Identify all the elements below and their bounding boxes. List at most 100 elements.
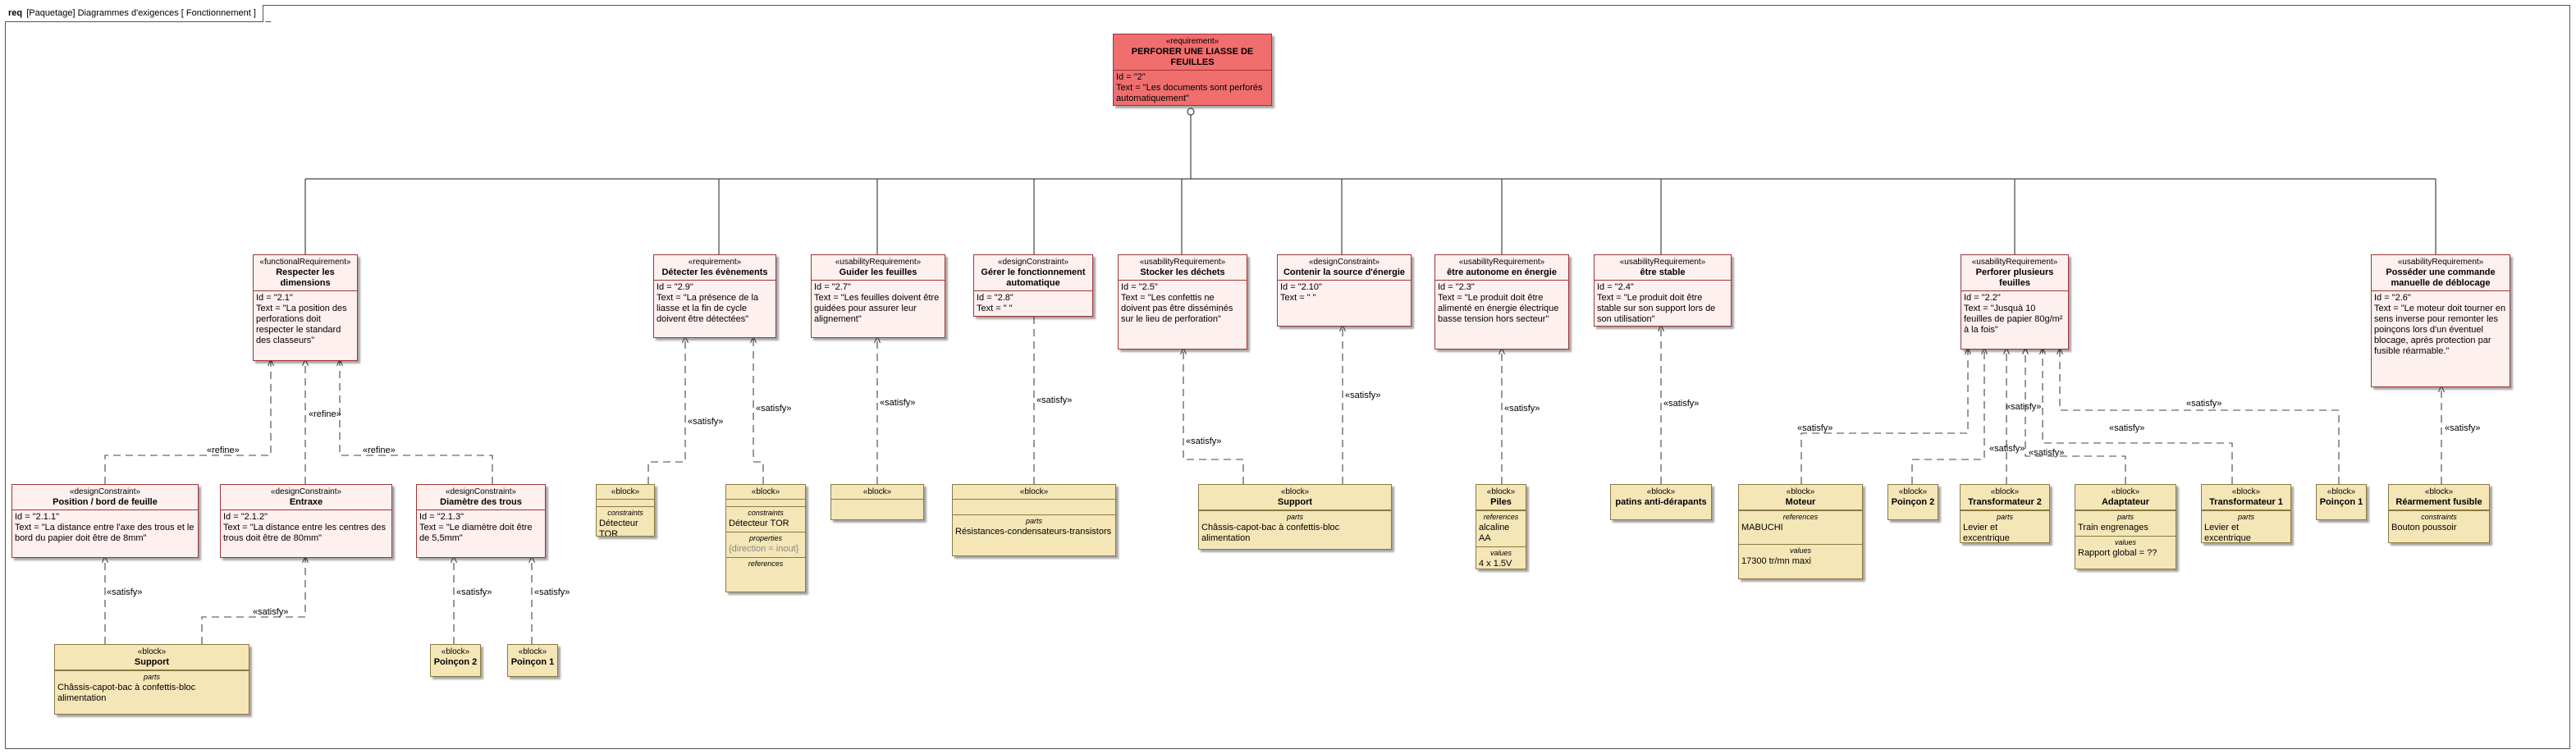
block-stereotype: «block» [137, 647, 167, 656]
block-stereotype: «block» [1280, 487, 1310, 496]
requirement-2-1[interactable]: «functionalRequirement»Respecter les dim… [253, 254, 358, 361]
block-stereotype: «block» [611, 487, 640, 496]
requirement-text: Text = " " [1280, 293, 1316, 303]
requirement-2-1-1[interactable]: «designConstraint»Position / bord de feu… [11, 484, 199, 558]
block-name: Poinçon 2 [433, 657, 478, 667]
satisfy-label: «satisfy» [107, 587, 143, 597]
frame-title: [Paquetage] Diagrammes d'exigences [ Fon… [26, 8, 256, 18]
requirement-text: Text = "La distance entre les centres de… [223, 523, 387, 543]
block-poincon-1-a[interactable]: «block»Poinçon 1 [507, 644, 558, 677]
requirement-stereotype: «usabilityRequirement» [835, 258, 922, 267]
compartment-title: constraints [2421, 513, 2457, 521]
compartment-value: Châssis-capot-bac à confettis-bloc alime… [1201, 523, 1340, 543]
block-poincon-2-a[interactable]: «block»Poinçon 2 [430, 644, 481, 677]
requirement-id: Id = "2.1" [256, 293, 293, 303]
block-poincon-1-b[interactable]: «block»Poinçon 1 [2316, 484, 2367, 520]
diagram-frame-tab: req [Paquetage] Diagrammes d'exigences [… [5, 5, 263, 22]
requirement-text: Text = "La distance entre l'axe des trou… [15, 523, 194, 543]
satisfy-label: «satisfy» [2109, 423, 2145, 433]
satisfy-label: «satisfy» [1663, 399, 1700, 409]
requirement-2-9[interactable]: «requirement»Détecter les évènements Id … [653, 254, 776, 338]
compartment-title: values [1489, 549, 1512, 557]
requirement-id: Id = "2.4" [1597, 282, 1634, 292]
requirement-text: Text = "Les confettis ne doivent pas êtr… [1121, 293, 1233, 324]
requirement-name: Contenir la source d'énergie [1283, 267, 1406, 277]
block-poincon-2-b[interactable]: «block»Poinçon 2 [1887, 484, 1938, 520]
requirement-stereotype: «requirement» [1165, 37, 1219, 46]
satisfy-label: «satisfy» [2029, 448, 2065, 458]
requirement-2-2[interactable]: «usabilityRequirement»Perforer plusieurs… [1961, 254, 2069, 350]
compartment-title: parts [143, 673, 160, 681]
requirement-2-7[interactable]: «usabilityRequirement»Guider les feuille… [811, 254, 945, 338]
requirement-2-4[interactable]: «usabilityRequirement»être stable Id = "… [1594, 254, 1732, 327]
requirement-stereotype: «usabilityRequirement» [1458, 258, 1545, 267]
requirement-2-1-3[interactable]: «designConstraint»Diamètre des trous Id … [416, 484, 546, 558]
compartment-value: MABUCHI [1741, 523, 1783, 532]
block-stereotype: «block» [862, 487, 892, 496]
block-patins[interactable]: «block»patins anti-dérapants [1610, 484, 1712, 520]
block-stereotype: «block» [2231, 487, 2261, 496]
requirement-text: Text = "Le produit doit être alimenté en… [1438, 293, 1559, 324]
compartment-value: 17300 tr/mn maxi [1741, 556, 1811, 566]
requirement-2-8[interactable]: «designConstraint»Gérer le fonctionnemen… [973, 254, 1093, 317]
requirement-text: Text = "La présence de la liasse et la f… [657, 293, 759, 324]
requirement-stereotype: «usabilityRequirement» [1139, 258, 1226, 267]
requirement-2-5[interactable]: «usabilityRequirement»Stocker les déchet… [1118, 254, 1247, 350]
satisfy-label: «satisfy» [1345, 391, 1381, 400]
compartment-title: parts [2116, 513, 2134, 521]
block-guidage[interactable]: «block» [830, 484, 924, 520]
compartment-value: alcaline AA [1479, 523, 1510, 543]
requirement-2-1-2[interactable]: «designConstraint»Entraxe Id = "2.1.2"Te… [220, 484, 392, 558]
requirement-stereotype: «designConstraint» [270, 487, 342, 496]
requirement-2-3[interactable]: «usabilityRequirement»être autonome en é… [1434, 254, 1569, 350]
requirement-name: être stable [1640, 267, 1686, 277]
block-stereotype: «block» [518, 647, 547, 656]
compartment-value: Levier et excentrique [1963, 523, 2010, 543]
compartment-value: {direction = inout} [729, 544, 799, 554]
satisfy-label: «satisfy» [1186, 436, 1222, 446]
compartment-title: parts [1996, 513, 2013, 521]
requirement-name: Détecter les évènements [661, 267, 768, 277]
requirement-id: Id = "2.6" [2374, 293, 2411, 303]
satisfy-label: «satisfy» [1504, 404, 1540, 414]
requirement-name: Diamètre des trous [440, 497, 522, 507]
compartment-title: parts [1025, 517, 1042, 525]
requirement-name: PERFORER UNE LIASSE DE FEUILLES [1131, 47, 1254, 67]
block-stereotype: «block» [2424, 487, 2454, 496]
compartment-value: Rapport global = ?? [2078, 548, 2157, 558]
satisfy-label: «satisfy» [880, 398, 916, 408]
block-stereotype: «block» [1898, 487, 1928, 496]
satisfy-label: «satisfy» [2445, 423, 2481, 433]
compartment-title: constraints [607, 509, 643, 517]
compartment-title: properties [748, 534, 783, 542]
satisfy-label: «satisfy» [2006, 402, 2042, 412]
requirement-2[interactable]: «requirement»PERFORER UNE LIASSE DE FEUI… [1113, 34, 1272, 106]
compartment-title: parts [2237, 513, 2254, 521]
block-stereotype: «block» [441, 647, 470, 656]
satisfy-label: «satisfy» [2186, 399, 2222, 409]
satisfy-label: «satisfy» [253, 607, 289, 617]
block-name: Poinçon 1 [2319, 497, 2363, 507]
requirement-2-10[interactable]: «designConstraint»Contenir la source d'é… [1277, 254, 1412, 327]
requirement-name: Entraxe [289, 497, 323, 507]
block-name: Adaptateur [2101, 497, 2150, 507]
requirement-text: Text = "La position des perforations doi… [256, 304, 347, 345]
block-name: Poinçon 2 [1891, 497, 1935, 507]
compartment-title: references [1483, 513, 1519, 521]
compartment-title: values [2114, 538, 2136, 546]
dependency-lines [105, 290, 2441, 644]
requirement-2-6[interactable]: «usabilityRequirement»Posséder une comma… [2371, 254, 2510, 387]
refine-label: «refine» [363, 446, 396, 455]
block-stereotype: «block» [2327, 487, 2356, 496]
